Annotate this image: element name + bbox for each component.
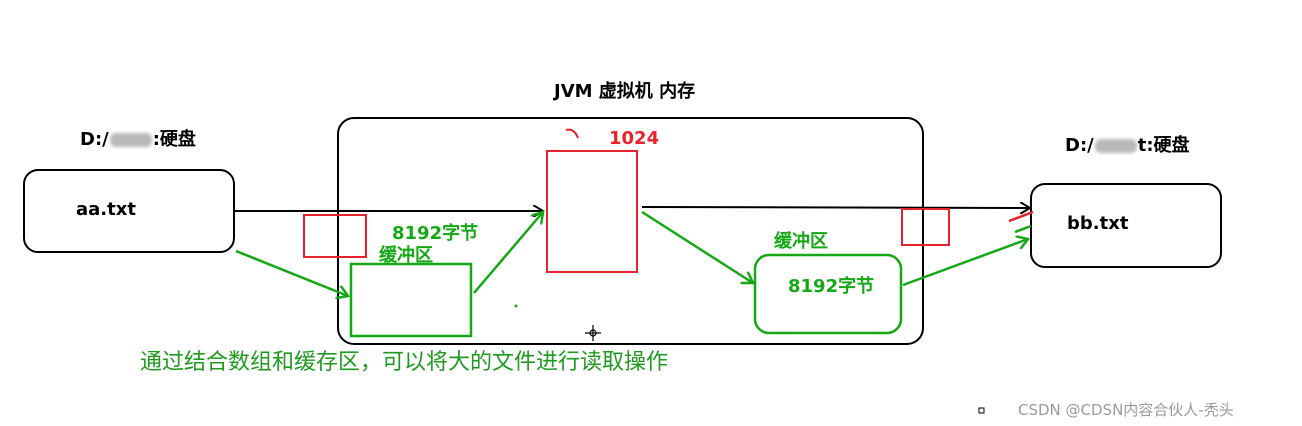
- jvm-title: JVM 虚拟机 内存: [554, 81, 696, 102]
- write-flow-line: [641, 207, 1030, 208]
- left-buffer-box: [349, 262, 473, 338]
- left-buffer-size: 8192字节: [392, 223, 479, 244]
- red-scribble: [565, 128, 579, 139]
- source-file-name: aa.txt: [76, 199, 136, 220]
- center-array-box: [546, 150, 638, 273]
- right-buffer-name: 缓冲区: [774, 231, 828, 252]
- red-tick: [1008, 210, 1034, 223]
- target-file-name: bb.txt: [1067, 213, 1129, 234]
- source-drive-label: D:/ :硬盘: [80, 125, 196, 151]
- right-buffer-box: [753, 253, 903, 335]
- green-arrow-buffer-to-array: [473, 212, 543, 294]
- green-dot: [514, 304, 518, 308]
- left-buffer-name: 缓冲区: [379, 245, 433, 266]
- redacted-path: [1094, 139, 1137, 153]
- left-red-marker: [303, 214, 367, 258]
- target-drive-label: D:/ t:硬盘: [1065, 131, 1190, 157]
- green-tick: [1014, 224, 1032, 234]
- watermark-text: CSDN @CDSN内容合伙人-秃头: [1018, 401, 1234, 419]
- cursor-crosshair-icon: [585, 325, 601, 341]
- green-arrow-array-to-buffer: [641, 210, 753, 283]
- right-red-marker: [901, 208, 950, 246]
- small-square-mark: [978, 407, 985, 414]
- redacted-path: [109, 133, 152, 147]
- target-drive-suffix: t:硬盘: [1137, 135, 1190, 156]
- right-buffer-size: 8192字节: [788, 276, 875, 297]
- target-drive-prefix: D:/: [1065, 135, 1094, 156]
- green-arrow-source-to-buffer: [235, 249, 348, 296]
- target-file-box: [1030, 183, 1222, 268]
- source-drive-prefix: D:/: [80, 129, 109, 150]
- diagram-caption: 通过结合数组和缓存区，可以将大的文件进行读取操作: [140, 350, 669, 375]
- array-size-label: 1024: [609, 128, 660, 149]
- green-arrow-buffer-to-target: [902, 239, 1028, 287]
- source-drive-suffix: :硬盘: [152, 129, 196, 150]
- jvm-memory-box: [337, 117, 924, 345]
